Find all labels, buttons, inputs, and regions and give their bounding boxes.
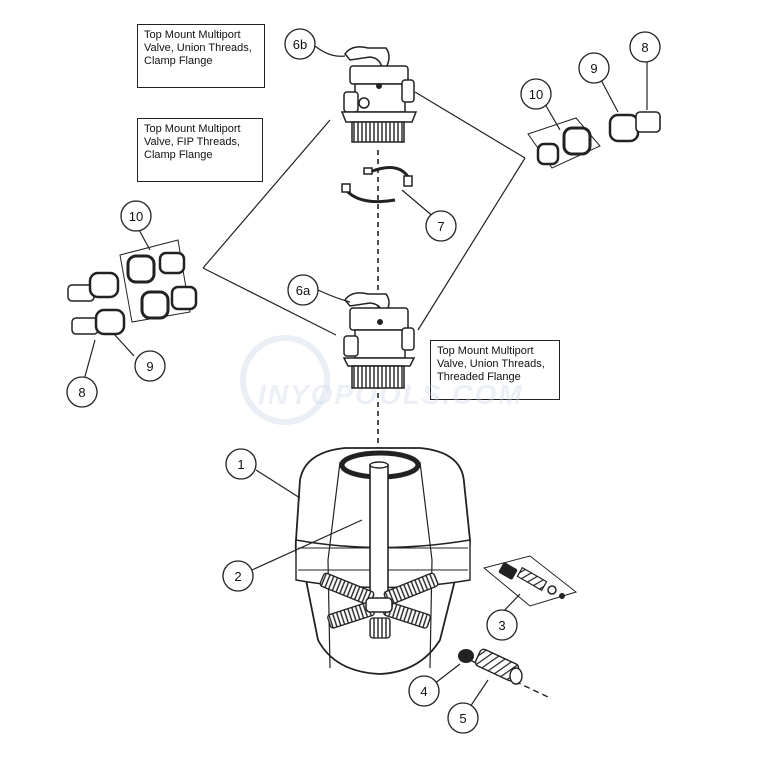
part-number-text: 8: [78, 385, 85, 400]
part-number-text: 6b: [293, 37, 307, 52]
part-label-6a: 6a: [287, 274, 319, 306]
valve-6b: [340, 46, 418, 143]
part-label-8-right: 8: [629, 31, 661, 63]
part-label-9-right: 9: [578, 52, 610, 84]
part-number-text: 7: [437, 219, 444, 234]
leader-lines: [83, 45, 648, 711]
part-label-4: 4: [408, 675, 440, 707]
part-number-text: 5: [459, 711, 466, 726]
part-label-1: 1: [225, 448, 257, 480]
union-kit-left: [119, 239, 198, 323]
drain-assembly: [474, 648, 523, 685]
part-label-6b: 6b: [284, 28, 316, 60]
part-number-text: 8: [641, 40, 648, 55]
part-number-text: 9: [590, 61, 597, 76]
part-number-text: 3: [498, 618, 505, 633]
part-label-10-left: 10: [120, 200, 152, 232]
part-number-text: 4: [420, 684, 427, 699]
part-number-text: 6a: [296, 283, 311, 298]
callout-valve-6a: Top Mount Multiport Valve, Union Threads…: [430, 340, 560, 400]
part-number-text: 9: [146, 359, 153, 374]
connector-lines: [202, 91, 526, 336]
part-number-text: 10: [529, 87, 543, 102]
clamp: [341, 166, 413, 204]
callout-valve-6b: Top Mount Multiport Valve, Union Threads…: [137, 24, 265, 88]
union-kit-right: [527, 117, 601, 169]
part-label-10-right: 10: [520, 78, 552, 110]
union-fitting-right: [608, 113, 640, 143]
lateral-assembly: [482, 555, 578, 607]
drain-cap: [458, 649, 474, 663]
part-number-text: 10: [129, 209, 143, 224]
laterals: [319, 572, 439, 639]
part-label-7: 7: [425, 210, 457, 242]
part-label-5: 5: [447, 702, 479, 734]
part-label-8-left: 8: [66, 376, 98, 408]
callout-valve-fip: Top Mount Multiport Valve, FIP Threads, …: [137, 118, 263, 182]
part-number-text: 2: [234, 569, 241, 584]
part-label-2: 2: [222, 560, 254, 592]
part-number-text: 1: [237, 457, 244, 472]
standpipe: [369, 461, 389, 606]
valve-6a: [342, 292, 416, 389]
part-label-3: 3: [486, 609, 518, 641]
union-fitting-left: [88, 271, 126, 336]
part-label-9-left: 9: [134, 350, 166, 382]
hose-adapter-right: [635, 111, 661, 133]
